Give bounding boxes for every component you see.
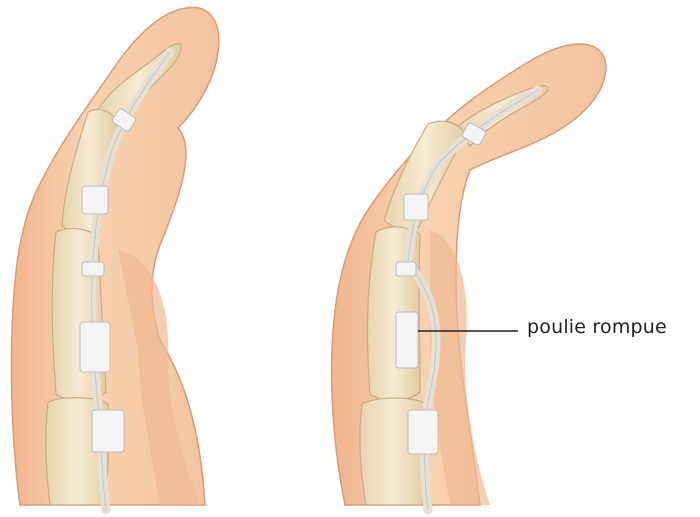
ruptured-pulley-label: poulie rompue [527,318,667,337]
ruptured-pulley-label-text: poulie rompue [527,316,667,338]
pulley-a2 [80,322,110,372]
pulley-a1 [408,410,438,454]
pulley-a4 [404,194,428,220]
pulley-a4 [82,186,108,214]
pulley-ruptured [396,312,418,368]
pulley-a3 [82,262,104,276]
finger-ruptured [332,44,606,510]
pulley-a1 [92,410,124,452]
pulley-a3 [396,262,416,276]
finger-intact [11,7,218,510]
